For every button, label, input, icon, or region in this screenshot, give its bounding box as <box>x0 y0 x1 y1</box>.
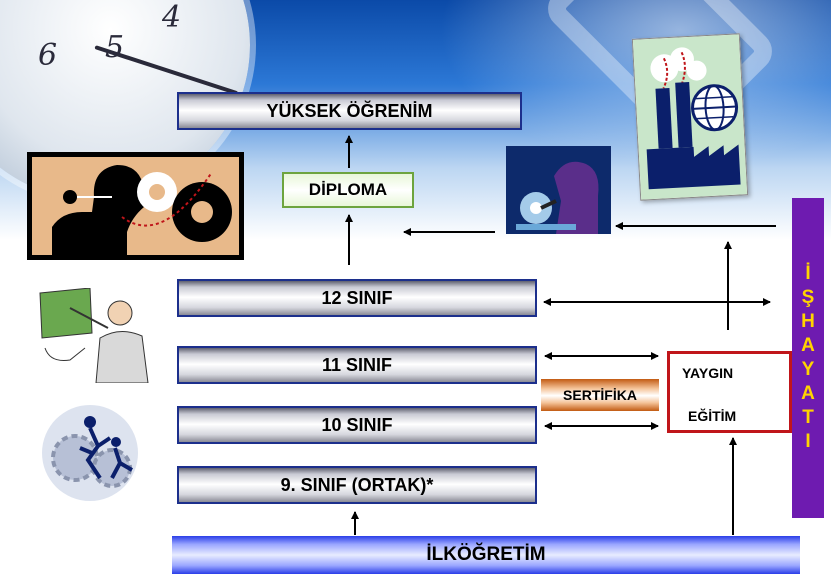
sinif-12-box: 12 SINIF <box>177 279 537 317</box>
sinif-10-label: 10 SINIF <box>321 414 393 435</box>
is-hayati-letter: H <box>801 311 815 332</box>
sinif-9-box: 9. SINIF (ORTAK)* <box>177 466 537 504</box>
clock-number: 6 <box>38 38 58 73</box>
is-hayati-letter: İ <box>805 263 811 284</box>
sinif-11-label: 11 SINIF <box>321 354 393 375</box>
is-hayati-letter: A <box>801 335 815 356</box>
is-hayati-letter: A <box>801 383 815 404</box>
sinif-11-box: 11 SINIF <box>177 346 537 384</box>
diploma-box: DİPLOMA <box>282 172 414 208</box>
gear-people-icon <box>40 398 152 508</box>
sinif-10-box: 10 SINIF <box>177 406 537 444</box>
sertifika-label: SERTİFİKA <box>563 387 637 403</box>
sertifika-box: SERTİFİKA <box>541 379 659 411</box>
sinif-9-label: 9. SINIF (ORTAK)* <box>280 474 434 495</box>
teacher-icon <box>30 287 165 384</box>
is-hayati-letter: Ş <box>801 287 815 308</box>
diploma-label: DİPLOMA <box>308 180 388 199</box>
gear-head-icon <box>27 152 244 260</box>
factory-globe-icon <box>631 33 749 201</box>
yuksek-ogrenim-box: YÜKSEK ÖĞRENİM <box>177 92 522 130</box>
yaygin-label: YAYGIN <box>682 365 734 381</box>
sinif-12-label: 12 SINIF <box>321 287 393 308</box>
ilkogretim-label: İLKÖĞRETİM <box>426 544 546 565</box>
is-hayati-letter: Y <box>801 359 815 380</box>
ilkogretim-bar: İLKÖĞRETİM <box>172 536 800 574</box>
is-hayati-letter: I <box>805 431 811 452</box>
yuksek-ogrenim-label: YÜKSEK ÖĞRENİM <box>266 100 433 121</box>
yaygin-egitim-box: YAYGIN EĞİTİM <box>667 351 792 433</box>
is-hayati-bar: İ Ş H A Y A T I <box>792 198 824 518</box>
egitim-label: EĞİTİM <box>688 408 737 424</box>
clock-number: 4 <box>162 0 182 35</box>
welder-icon <box>506 146 611 234</box>
is-hayati-letter: T <box>802 407 814 428</box>
